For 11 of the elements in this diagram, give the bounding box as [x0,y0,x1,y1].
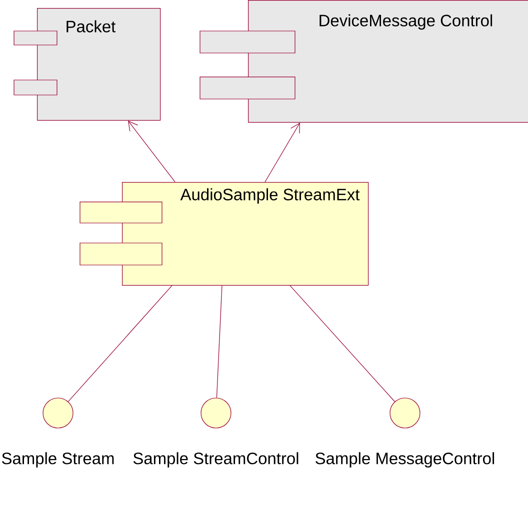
component-box: AudioSample StreamExt [80,182,369,286]
component-box: DeviceMessage Control [200,0,528,123]
component-box: Packet [14,8,161,121]
interface-label: Sample Stream [2,452,114,468]
arrow [264,122,300,182]
interface-label: Sample MessageControl [316,452,494,468]
connector-line [216,285,222,398]
connector-line [290,285,396,402]
connector-line [68,285,172,402]
arrow [128,120,176,182]
interface-label: Sample StreamControl [133,452,298,468]
